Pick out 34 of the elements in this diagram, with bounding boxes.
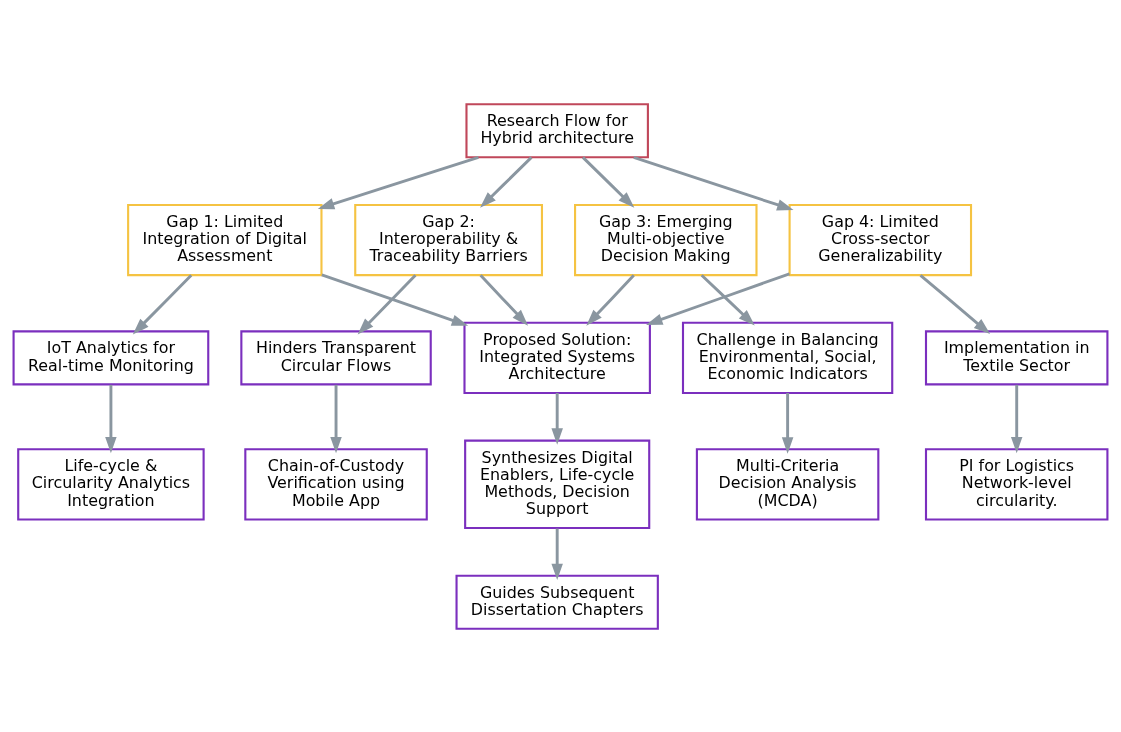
node-box: Guides Subsequent Dissertation Chapters: [455, 574, 659, 630]
node-box: Gap 4: Limited Cross-sector Generalizability: [788, 203, 973, 276]
arrow: [330, 384, 342, 453]
node-box: PI for Logistics Network-level circularity.: [924, 447, 1109, 520]
arrow: [132, 273, 193, 334]
arrow: [479, 273, 529, 326]
arrow: [781, 392, 794, 454]
node-box: Multi-Criteria Decision Analysis (MCDA): [695, 447, 880, 520]
arrow: [480, 155, 533, 208]
arrow: [1010, 384, 1023, 453]
arrow: [581, 155, 635, 208]
arrow: [317, 155, 479, 209]
node-box: Gap 2: Interoperability & Traceability Barriers: [354, 203, 543, 276]
arrow: [105, 384, 117, 453]
node-box: IoT Analytics for Real-time Monitoring: [12, 329, 210, 385]
node-box: Implementation in Textile Sector: [924, 329, 1109, 385]
node-box: Research Flow for Hybrid architecture: [465, 102, 649, 158]
node-box: Chain-of-Custody Verification using Mobile App: [244, 447, 428, 520]
node-box: Gap 1: Limited Integration of Digital Assessment: [127, 203, 323, 276]
arrow: [357, 273, 417, 334]
arrow: [551, 392, 563, 445]
node-box: Proposed Solution: Integrated Systems Architecture: [463, 321, 651, 394]
node-box: Life-cycle & Circularity Analytics Integration: [17, 447, 205, 520]
node-box: Challenge in Balancing Environmental, Social, Economic Indicators: [681, 321, 894, 394]
arrow: [633, 155, 794, 210]
arrow: [646, 271, 790, 325]
arrow: [586, 273, 635, 326]
node-box: Gap 3: Emerging Multi-objective Decision Making: [574, 203, 758, 276]
node-box: Synthesizes Digital Enablers, Life-cycle Methods, Decision Support: [464, 439, 651, 529]
arrow: [321, 273, 469, 326]
arrow: [700, 273, 755, 325]
arrow: [919, 273, 991, 334]
arrow: [551, 528, 563, 580]
node-box: Hinders Transparent Circular Flows: [240, 329, 432, 385]
